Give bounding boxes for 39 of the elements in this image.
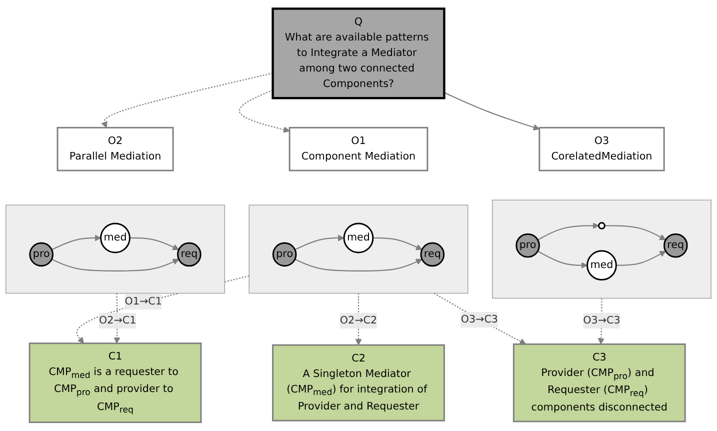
arrow — [604, 225, 666, 240]
arrow — [616, 250, 666, 266]
node-circle: req — [420, 242, 445, 267]
node-box: O3 CorelatedMediation — [538, 126, 665, 172]
arrow — [238, 90, 290, 133]
node-circle — [598, 222, 606, 230]
node-circle: req — [663, 233, 688, 258]
edge-label: O2→C2 — [340, 314, 378, 326]
cluster — [248, 204, 468, 294]
node-circle: pro — [516, 233, 540, 258]
edge-label: O3→C3 — [583, 314, 620, 326]
arrow — [372, 237, 422, 250]
arrow — [51, 234, 102, 250]
node-circle: med — [100, 222, 130, 254]
edge-label: O1→C1 — [124, 296, 162, 308]
node-box: C3 Provider (CMP$_{pro}$) and Requester (CMP$_{req}$) components disconnected — [512, 343, 686, 422]
arrow — [130, 237, 180, 250]
arrow — [538, 250, 588, 269]
arrow — [538, 222, 600, 240]
arrow — [51, 258, 180, 272]
arrow — [294, 234, 344, 250]
edge-label: O3→C3 — [460, 313, 498, 326]
arrow — [434, 292, 526, 344]
node-circle: pro — [272, 242, 297, 267]
arrow — [294, 258, 422, 272]
node-box: O2 Parallel Mediation — [56, 126, 174, 172]
arrow — [444, 92, 540, 130]
node-box: C1 CMP$_{med}$ is a requester to CMP$_{pro}$ and provider to CMP$_{req}$ — [28, 342, 202, 424]
node-box: C2 A Singleton Mediator (CMP$_{med}$) for integration of Provider and Requester — [272, 344, 445, 422]
node-circle: req — [177, 242, 202, 267]
node-circle: pro — [29, 242, 54, 267]
edge-label: O2→C1 — [99, 314, 136, 326]
node-box: Q What are available patterns to Integrate a Mediator among two connected Components? — [272, 8, 446, 100]
node-circle: med — [343, 222, 374, 254]
arrow — [101, 72, 273, 128]
cluster — [492, 200, 712, 299]
cluster — [6, 204, 225, 294]
node-circle: med — [586, 250, 617, 281]
node-box: O1 Component Mediation — [288, 126, 428, 172]
